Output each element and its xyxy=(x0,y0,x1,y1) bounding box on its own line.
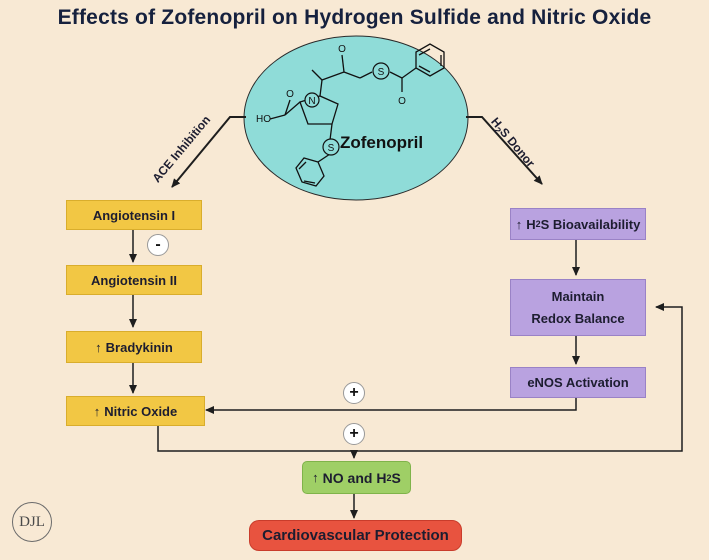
ring-s-circle-bottom xyxy=(322,138,340,156)
atom-o-top: O xyxy=(338,44,346,55)
angiotensin-i-box: Angiotensin I xyxy=(66,200,202,230)
up-arrow-icon: ↑ xyxy=(515,216,523,232)
djl-logo: DJL xyxy=(12,502,52,542)
atom-n: N xyxy=(308,96,315,107)
combo-prefix: NO and H xyxy=(322,469,387,486)
enos-activation-box: eNOS Activation xyxy=(510,367,646,398)
up-arrow-icon: ↑ xyxy=(93,403,101,419)
h2s-suffix: S Bioavailability xyxy=(540,216,641,232)
h2s-sub: 2 xyxy=(535,219,541,229)
angiotensin-ii-box: Angiotensin II xyxy=(66,265,202,295)
nitric-oxide-box: ↑Nitric Oxide xyxy=(66,396,205,426)
h2s-prefix: H xyxy=(526,216,536,232)
bradykinin-box: ↑Bradykinin xyxy=(66,331,202,363)
angiotensin-i-label: Angiotensin I xyxy=(92,207,176,223)
redox-line1: Maintain xyxy=(551,288,605,304)
arrow-enos-to-no xyxy=(205,398,577,414)
page-title: Effects of Zofenopril on Hydrogen Sulfid… xyxy=(57,6,652,29)
bradykinin-label: Bradykinin xyxy=(105,339,173,355)
drug-name: Zofenopril xyxy=(340,133,424,152)
plus-sign-top: + xyxy=(343,382,365,404)
nitric-oxide-label: Nitric Oxide xyxy=(104,403,178,419)
outcome-label: Cardiovascular Protection xyxy=(262,527,449,544)
atom-s-bottom: S xyxy=(328,143,335,154)
minus-sign: - xyxy=(147,234,169,256)
arrow-h2s-branch xyxy=(466,116,543,185)
arrow-loop-to-redox xyxy=(157,303,683,452)
atom-o-left: O xyxy=(286,89,294,100)
hydroxyl-label: HO xyxy=(256,114,271,125)
redox-line2: Redox Balance xyxy=(531,310,625,326)
ring-n-circle xyxy=(304,92,320,108)
arrow-ace-branch xyxy=(171,116,246,188)
up-arrow-icon: ↑ xyxy=(312,470,319,485)
up-arrow-icon: ↑ xyxy=(95,339,102,355)
combo-suffix: S xyxy=(391,469,401,486)
redox-balance-box: Maintain Redox Balance xyxy=(510,279,646,336)
chemical-structure xyxy=(269,43,445,187)
angiotensin-ii-label: Angiotensin II xyxy=(91,272,177,288)
drug-ellipse xyxy=(243,35,469,201)
cardiovascular-protection-box: Cardiovascular Protection xyxy=(249,520,462,551)
ring-s-circle-top xyxy=(372,62,390,80)
atom-o-right: O xyxy=(398,96,406,107)
plus-sign-bottom: + xyxy=(343,423,365,445)
combo-sub: 2 xyxy=(386,472,392,483)
atom-s-top: S xyxy=(378,67,385,78)
enos-label: eNOS Activation xyxy=(527,375,629,390)
